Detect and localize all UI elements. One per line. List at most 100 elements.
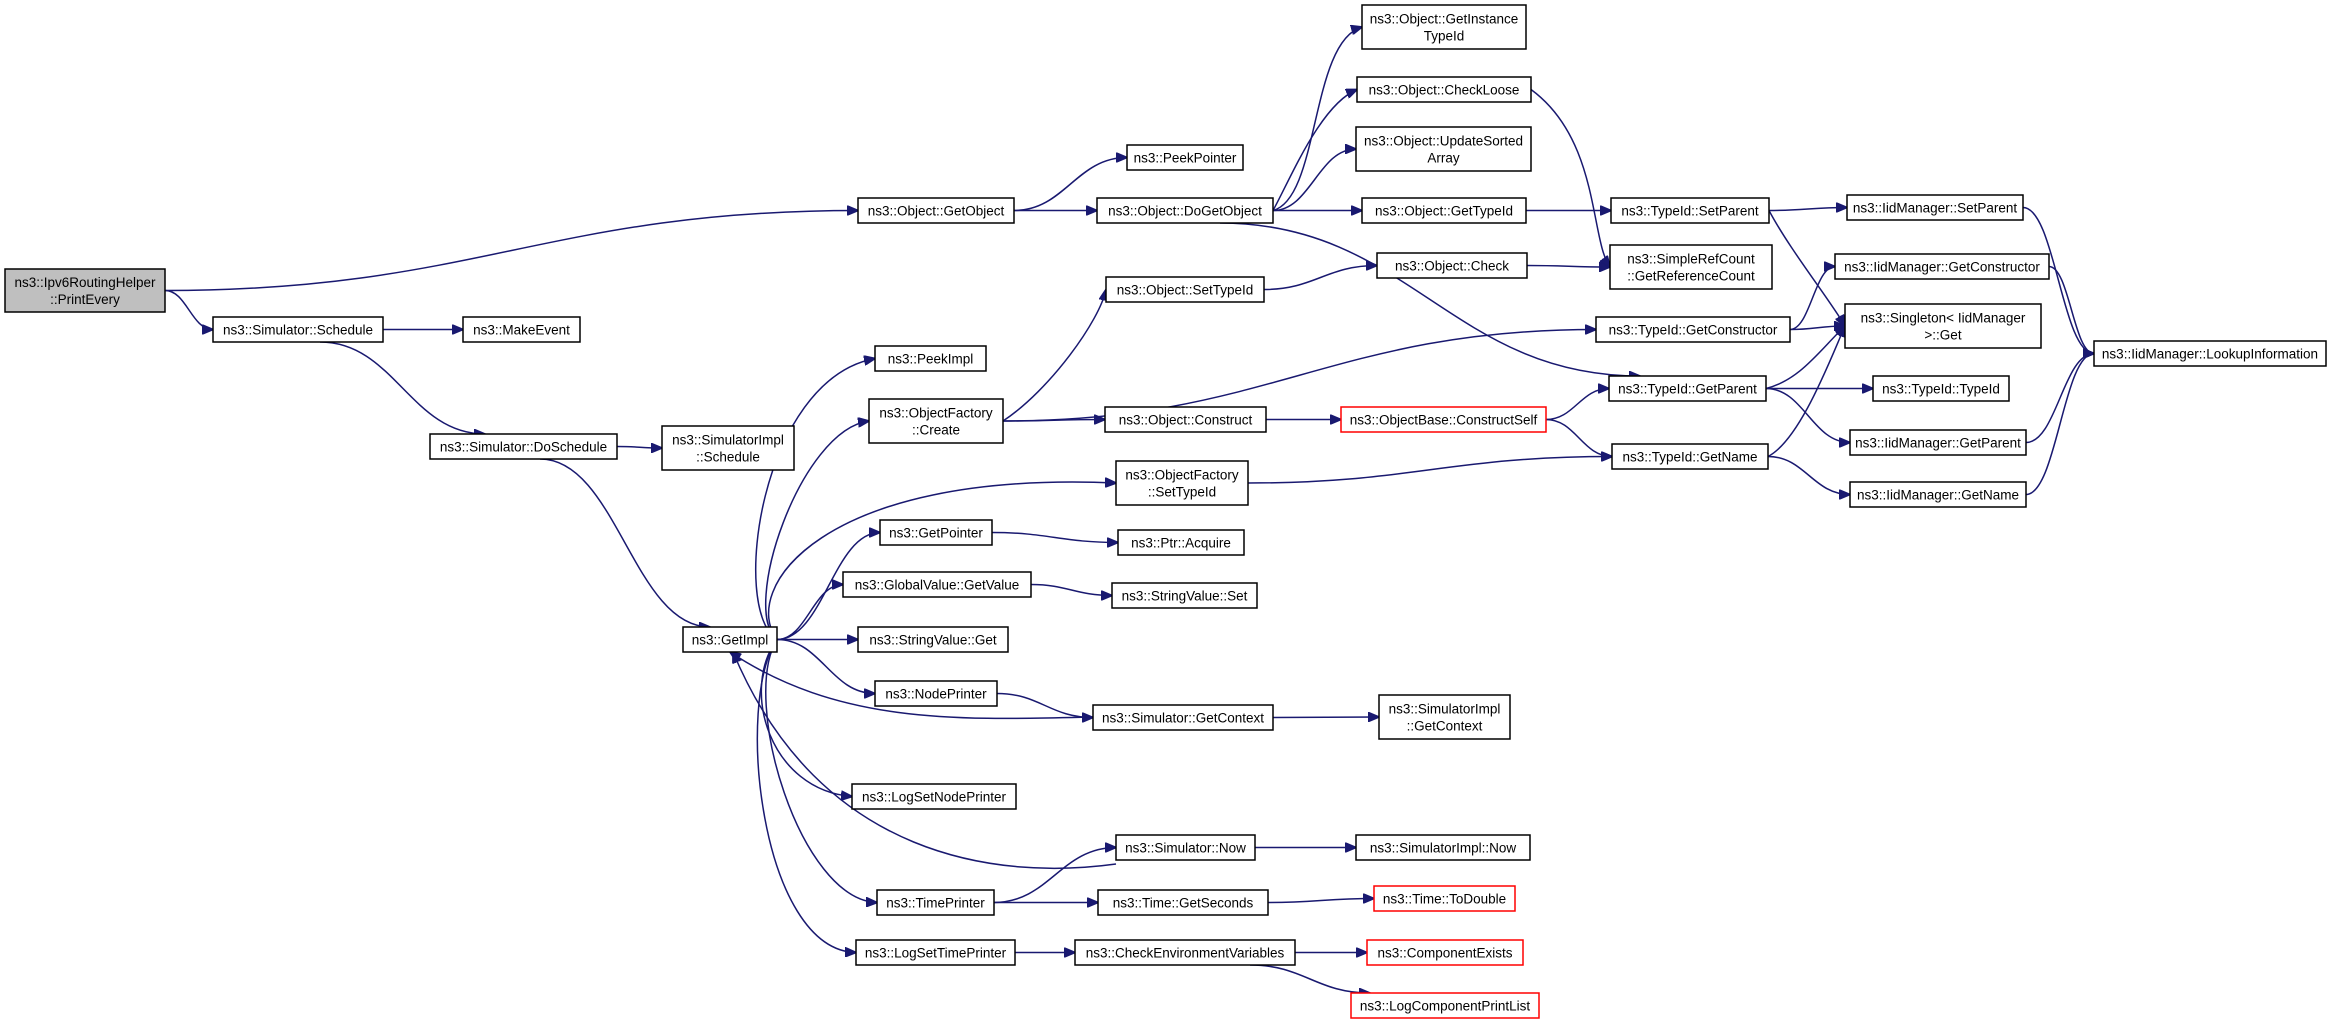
node-box xyxy=(1376,252,1528,279)
node-label: ::GetContext xyxy=(1407,719,1483,734)
node-box xyxy=(874,680,998,707)
graph-node[interactable]: ns3::Object::Construct xyxy=(1104,406,1267,433)
graph-node[interactable]: ns3::Simulator::DoSchedule xyxy=(429,433,618,460)
node-box xyxy=(1849,429,2027,456)
edges xyxy=(164,27,2094,993)
edge-n31-n29 xyxy=(1247,457,1612,484)
graph-node[interactable]: ns3::PeekImpl xyxy=(874,345,987,372)
edge-n29-n30 xyxy=(1767,455,1850,495)
node-box xyxy=(855,939,1016,966)
node-box xyxy=(1092,704,1274,731)
edge-n18-n19 xyxy=(539,458,710,627)
graph-node[interactable]: ns3::Object::Check xyxy=(1376,252,1528,279)
graph-node[interactable]: ns3::TimePrinter xyxy=(876,889,995,916)
graph-node[interactable]: ns3::IidManager::GetConstructor xyxy=(1834,253,2050,280)
edge-n28-n9 xyxy=(1545,389,1609,421)
edge-n38-n39 xyxy=(1272,717,1379,718)
graph-node[interactable]: ns3::Ipv6RoutingHelper::PrintEvery xyxy=(4,268,166,313)
graph-node[interactable]: ns3::SimulatorImpl::GetContext xyxy=(1378,694,1511,740)
graph-node[interactable]: ns3::SimulatorImpl::Schedule xyxy=(661,425,795,471)
graph-node[interactable]: ns3::ObjectFactory::SetTypeId xyxy=(1115,460,1249,506)
graph-node[interactable]: ns3::Object::GetTypeId xyxy=(1361,197,1527,224)
node-label: ns3::GetPointer xyxy=(889,526,983,541)
graph-node[interactable]: ns3::IidManager::GetName xyxy=(1849,481,2027,508)
edge-n4-n6 xyxy=(1272,90,1357,211)
graph-node[interactable]: ns3::Ptr::Acquire xyxy=(1117,529,1245,556)
graph-node[interactable]: ns3::StringValue::Get xyxy=(857,626,1009,653)
graph-node[interactable]: ns3::ComponentExists xyxy=(1366,939,1524,966)
edge-n37-n38 xyxy=(996,692,1093,718)
edge-n19-n31 xyxy=(767,482,1116,640)
graph-node[interactable]: ns3::ObjectFactory::Create xyxy=(868,398,1004,444)
edge-n43-n41 xyxy=(993,848,1116,904)
node-box-truncated xyxy=(1366,939,1524,966)
node-label: ns3::Object::DoGetObject xyxy=(1108,204,1262,219)
graph-node[interactable]: ns3::MakeEvent xyxy=(462,316,581,343)
graph-node[interactable]: ns3::Object::GetObject xyxy=(857,197,1015,224)
node-label: ns3::ComponentExists xyxy=(1377,946,1512,961)
graph-node[interactable]: ns3::PeekPointer xyxy=(1126,144,1244,171)
node-label: ns3::IidManager::GetConstructor xyxy=(1844,260,2040,275)
graph-node[interactable]: ns3::Object::SetTypeId xyxy=(1105,276,1265,303)
edge-n25-n26 xyxy=(1789,267,1835,331)
graph-node[interactable]: ns3::SimpleRefCount::GetReferenceCount xyxy=(1609,244,1773,290)
node-box xyxy=(661,425,795,471)
node-box-truncated xyxy=(1340,406,1547,433)
graph-node[interactable]: ns3::TypeId::GetName xyxy=(1611,443,1769,470)
edge-n44-n45 xyxy=(1267,899,1374,903)
graph-node[interactable]: ns3::ObjectBase::ConstructSelf xyxy=(1340,406,1547,433)
graph-node[interactable]: ns3::StringValue::Set xyxy=(1111,582,1258,609)
node-label: ns3::Object::GetInstance xyxy=(1370,12,1519,27)
graph-node[interactable]: ns3::Simulator::Now xyxy=(1115,834,1256,861)
graph-node[interactable]: ns3::LogSetNodePrinter xyxy=(851,783,1017,810)
graph-node[interactable]: ns3::IidManager::GetParent xyxy=(1849,429,2027,456)
edge-n1-n3 xyxy=(1013,158,1127,212)
node-label: ns3::Simulator::GetContext xyxy=(1102,711,1264,726)
graph-node[interactable]: ns3::GetPointer xyxy=(879,519,993,546)
node-label: ns3::Simulator::Schedule xyxy=(223,323,373,338)
edge-n32-n33 xyxy=(991,531,1118,543)
graph-node[interactable]: ns3::Object::CheckLoose xyxy=(1356,76,1532,103)
graph-node[interactable]: ns3::TypeId::GetConstructor xyxy=(1595,316,1791,343)
graph-node[interactable]: ns3::Singleton< IidManager>::Get xyxy=(1844,303,2042,349)
graph-node[interactable]: ns3::Object::DoGetObject xyxy=(1096,197,1274,224)
node-label: ns3::Object::Check xyxy=(1395,259,1509,274)
node-label: ns3::TimePrinter xyxy=(886,896,985,911)
graph-node[interactable]: ns3::LogComponentPrintList xyxy=(1350,992,1540,1019)
node-box xyxy=(857,197,1015,224)
graph-node[interactable]: ns3::LogSetTimePrinter xyxy=(855,939,1016,966)
graph-node[interactable]: ns3::Simulator::Schedule xyxy=(212,316,384,343)
node-box xyxy=(876,889,995,916)
node-label: ns3::NodePrinter xyxy=(885,687,987,702)
node-label: ns3::IidManager::GetParent xyxy=(1855,436,2021,451)
edge-n38-n19 xyxy=(730,652,1094,720)
nodes: ns3::Ipv6RoutingHelper::PrintEveryns3::O… xyxy=(4,4,2327,1019)
graph-node[interactable]: ns3::Simulator::GetContext xyxy=(1092,704,1274,731)
graph-node[interactable]: ns3::SimulatorImpl::Now xyxy=(1355,834,1531,861)
node-box xyxy=(1834,253,2050,280)
graph-node[interactable]: ns3::IidManager::SetParent xyxy=(1846,194,2024,221)
graph-node[interactable]: ns3::TypeId::TypeId xyxy=(1872,375,2010,402)
node-label: ::PrintEvery xyxy=(50,292,120,307)
graph-node[interactable]: ns3::TypeId::GetParent xyxy=(1608,375,1767,402)
graph-node[interactable]: ns3::NodePrinter xyxy=(874,680,998,707)
graph-node[interactable]: ns3::GetImpl xyxy=(682,626,778,653)
node-box xyxy=(2093,340,2327,367)
node-label: ns3::Object::GetTypeId xyxy=(1375,204,1513,219)
node-label: ns3::Simulator::Now xyxy=(1125,841,1246,856)
graph-node[interactable]: ns3::GlobalValue::GetValue xyxy=(842,571,1032,598)
graph-node[interactable]: ns3::IidManager::LookupInformation xyxy=(2093,340,2327,367)
edge-n23-n24 xyxy=(1263,266,1377,291)
node-box xyxy=(1872,375,2010,402)
graph-node[interactable]: ns3::Time::ToDouble xyxy=(1373,885,1516,912)
edge-n9-n16 xyxy=(1765,387,1850,443)
graph-node[interactable]: ns3::CheckEnvironmentVariables xyxy=(1074,939,1296,966)
graph-node[interactable]: ns3::Time::GetSeconds xyxy=(1097,889,1269,916)
edge-n16-n14 xyxy=(2025,354,2094,444)
graph-node[interactable]: ns3::TypeId::SetParent xyxy=(1610,197,1770,224)
node-label: ns3::Object::SetTypeId xyxy=(1117,283,1254,298)
node-box xyxy=(868,398,1004,444)
